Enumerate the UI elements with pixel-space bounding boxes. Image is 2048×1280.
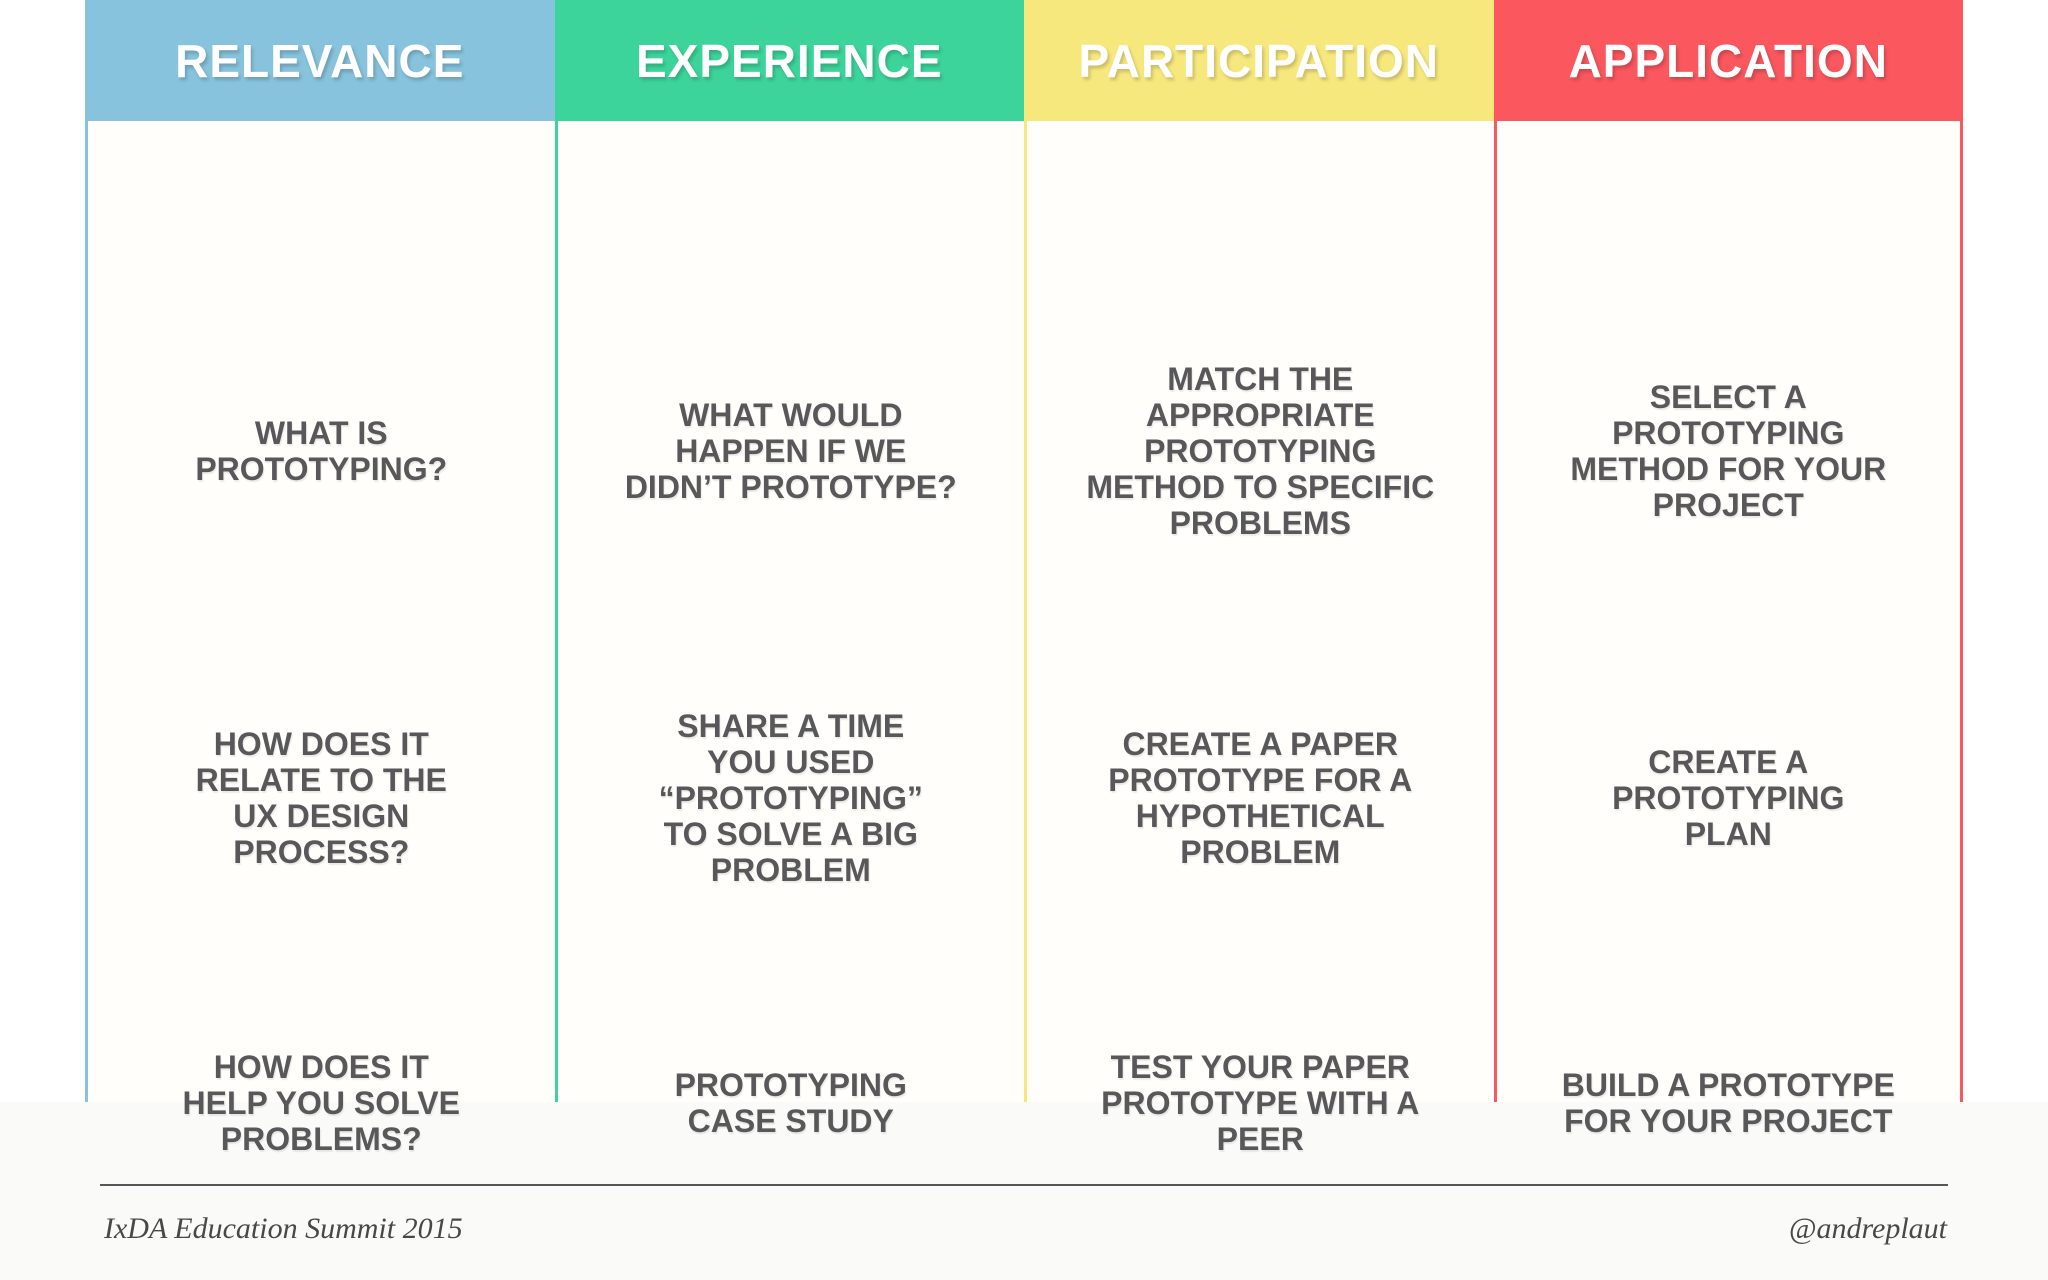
cell-text: HOW DOES IT RELATE TO THE UX DESIGN PROC… — [195, 726, 447, 870]
cell-text: BUILD A PROTOTYPE FOR YOUR PROJECT — [1561, 1067, 1895, 1139]
column-body-experience: WHAT WOULD HAPPEN IF WE DIDN’T PROTOTYPE… — [554, 121, 1024, 1139]
footer-author-handle: @andreplaut — [1788, 1212, 1947, 1245]
footer-divider — [100, 1184, 1948, 1186]
column-title: EXPERIENCE — [635, 34, 943, 87]
column-body-relevance: WHAT IS PROTOTYPING? HOW DOES IT RELATE … — [85, 121, 555, 1157]
cell-text: SHARE A TIME YOU USED “PROTOTYPING” TO S… — [658, 708, 923, 888]
column-header-experience: EXPERIENCE — [554, 0, 1024, 121]
cell-text: CREATE A PROTOTYPING PLAN — [1612, 744, 1845, 852]
cell-text: MATCH THE APPROPRIATE PROTOTYPING METHOD… — [1086, 361, 1435, 541]
cell-text: WHAT WOULD HAPPEN IF WE DIDN’T PROTOTYPE… — [624, 397, 957, 505]
column-body-participation: MATCH THE APPROPRIATE PROTOTYPING METHOD… — [1024, 121, 1494, 1157]
cell-text: HOW DOES IT HELP YOU SOLVE PROBLEMS? — [182, 1049, 460, 1157]
cell-text: SELECT A PROTOTYPING METHOD FOR YOUR PRO… — [1570, 379, 1887, 523]
column-application: APPLICATION SELECT A PROTOTYPING METHOD … — [1493, 0, 1963, 1139]
column-experience: EXPERIENCE WHAT WOULD HAPPEN IF WE DIDN’… — [554, 0, 1024, 1139]
column-header-participation: PARTICIPATION — [1024, 0, 1494, 121]
cell-text: WHAT IS PROTOTYPING? — [195, 415, 448, 487]
column-title: PARTICIPATION — [1078, 34, 1440, 87]
bottom-background-strip — [0, 1102, 2048, 1280]
cell-text: PROTOTYPING CASE STUDY — [674, 1067, 907, 1139]
column-body-application: SELECT A PROTOTYPING METHOD FOR YOUR PRO… — [1493, 121, 1963, 1139]
column-title: APPLICATION — [1568, 34, 1888, 87]
prototyping-lesson-table: RELEVANCE WHAT IS PROTOTYPING? HOW DOES … — [85, 0, 1963, 1157]
cell-text: CREATE A PAPER PROTOTYPE FOR A HYPOTHETI… — [1108, 726, 1413, 870]
column-relevance: RELEVANCE WHAT IS PROTOTYPING? HOW DOES … — [85, 0, 555, 1157]
column-participation: PARTICIPATION MATCH THE APPROPRIATE PROT… — [1024, 0, 1494, 1157]
column-title: RELEVANCE — [175, 34, 465, 87]
footer-event-name: IxDA Education Summit 2015 — [104, 1212, 463, 1245]
cell-text: TEST YOUR PAPER PROTOTYPE WITH A PEER — [1101, 1049, 1420, 1157]
column-header-application: APPLICATION — [1493, 0, 1963, 121]
column-header-relevance: RELEVANCE — [85, 0, 555, 121]
